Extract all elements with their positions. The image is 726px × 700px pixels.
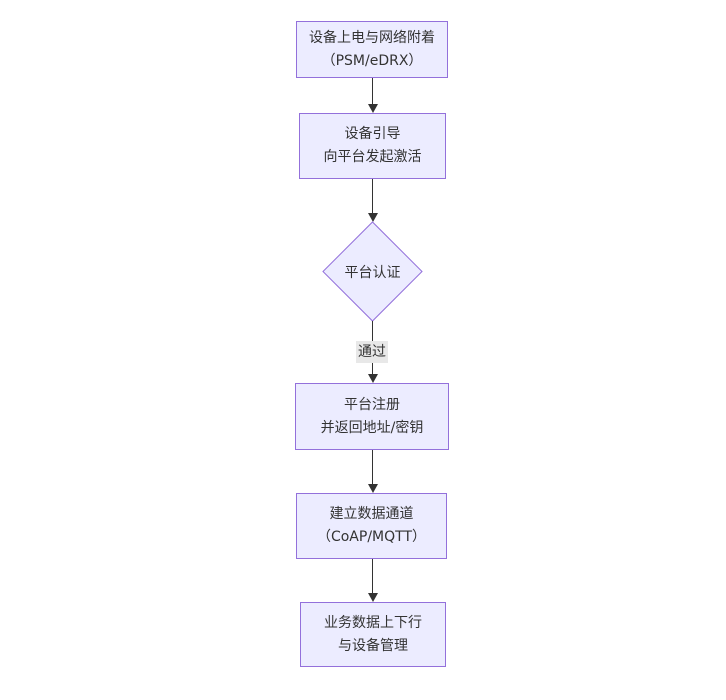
edge-line-2 xyxy=(372,179,373,215)
arrowhead-icon xyxy=(368,374,378,383)
node-platform-register: 平台注册 并返回地址/密钥 xyxy=(295,383,449,450)
arrowhead-icon xyxy=(368,104,378,113)
node-platform-auth: 平台认证 xyxy=(322,221,423,322)
node-text-line: 建立数据通道 xyxy=(329,506,414,522)
node-data-channel: 建立数据通道 （CoAP/MQTT） xyxy=(296,493,447,559)
node-text-line: 与设备管理 xyxy=(338,637,408,654)
edge-label-pass: 通过 xyxy=(356,341,388,363)
edge-line-5 xyxy=(372,559,373,595)
node-text-line: 平台认证 xyxy=(344,264,401,281)
node-text-line: （CoAP/MQTT） xyxy=(316,529,427,545)
node-power-network-attach: 设备上电与网络附着 （PSM/eDRX） xyxy=(296,21,448,78)
arrowhead-icon xyxy=(368,213,378,222)
arrowhead-icon xyxy=(368,484,378,493)
edge-line-1 xyxy=(372,78,373,105)
node-text-line: 业务数据上下行 xyxy=(324,614,422,631)
node-device-bootstrap: 设备引导 向平台发起激活 xyxy=(299,113,446,179)
node-text-line: 平台注册 xyxy=(344,396,400,413)
node-text-line: 设备上电与网络附着 xyxy=(309,29,435,46)
node-business-data: 业务数据上下行 与设备管理 xyxy=(300,602,446,667)
edge-line-4 xyxy=(372,450,373,486)
node-text-line: 设备引导 xyxy=(344,126,401,142)
node-text-line: 并返回地址/密钥 xyxy=(320,419,424,436)
arrowhead-icon xyxy=(368,593,378,602)
node-text-line: （PSM/eDRX） xyxy=(321,52,423,69)
node-text-line: 向平台发起激活 xyxy=(323,149,422,165)
